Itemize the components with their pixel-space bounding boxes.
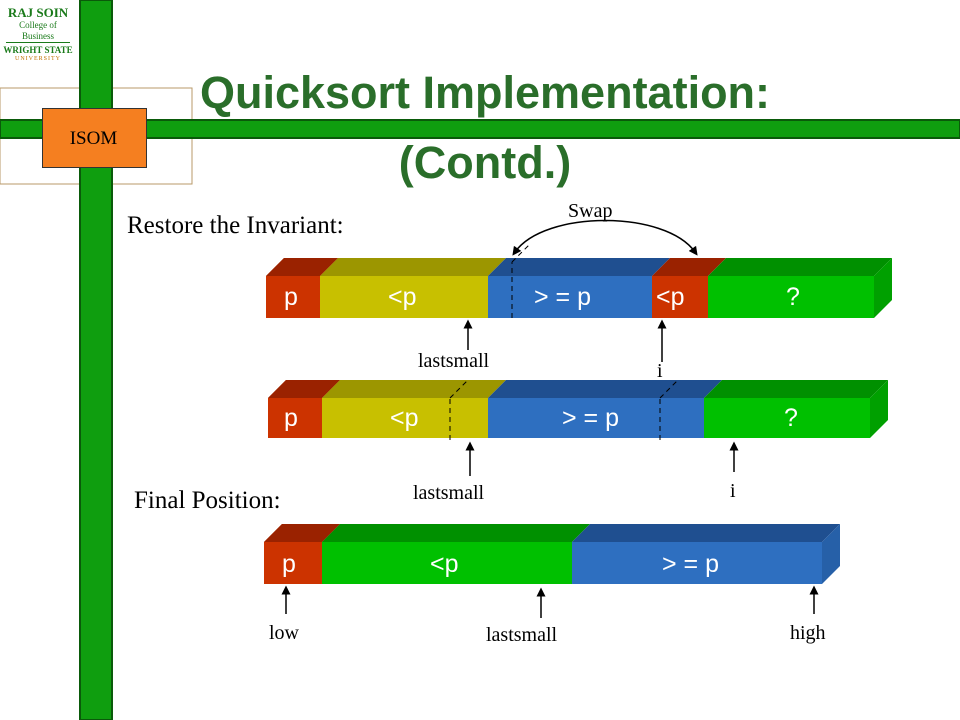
row2-cell-greater: > = p bbox=[562, 404, 619, 432]
swap-label: Swap bbox=[568, 200, 613, 222]
array-row-3 bbox=[264, 524, 840, 618]
row3-less-segment bbox=[322, 542, 572, 584]
row1-cell-swap-candidate: <p bbox=[656, 283, 685, 311]
college-logo: RAJ SOIN College of Business WRIGHT STAT… bbox=[2, 2, 74, 74]
row1-cell-greater: > = p bbox=[534, 283, 591, 311]
row1-unknown-segment bbox=[708, 276, 874, 318]
row3-low-label: low bbox=[269, 622, 299, 644]
row1-cell-pivot: p bbox=[284, 283, 298, 311]
final-position-heading: Final Position: bbox=[134, 487, 281, 514]
logo-line-2: College of Business bbox=[6, 20, 70, 43]
slide-title: Quicksort Implementation: (Contd.) bbox=[199, 67, 771, 188]
row1-greater-segment bbox=[488, 276, 652, 318]
isom-badge-label: ISOM bbox=[69, 128, 118, 149]
swap-arrow bbox=[512, 219, 698, 256]
row2-less-segment bbox=[322, 398, 488, 438]
row2-cell-unknown: ? bbox=[784, 404, 798, 432]
row2-unknown-segment bbox=[704, 398, 870, 438]
row3-cell-pivot: p bbox=[282, 550, 296, 578]
logo-line-1: RAJ SOIN bbox=[7, 5, 69, 20]
row1-cell-less: <p bbox=[388, 283, 417, 311]
row3-cell-greater: > = p bbox=[662, 550, 719, 578]
row2-cell-less: <p bbox=[390, 404, 419, 432]
logo-line-3: WRIGHT STATE bbox=[3, 45, 73, 55]
row1-swap-candidate-segment bbox=[652, 276, 708, 318]
row3-high-label: high bbox=[790, 622, 826, 644]
row1-cell-unknown: ? bbox=[786, 283, 800, 311]
row2-lastsmall-label: lastsmall bbox=[413, 482, 485, 504]
row2-i-label: i bbox=[730, 480, 736, 502]
restore-invariant-heading: Restore the Invariant: bbox=[127, 212, 344, 239]
array-row-1 bbox=[266, 219, 892, 362]
logo-line-4: UNIVERSITY bbox=[15, 56, 61, 62]
row3-cell-less: <p bbox=[430, 550, 459, 578]
row1-less-segment bbox=[320, 276, 488, 318]
frame-horizontal-bar bbox=[0, 119, 960, 139]
row1-i-label: i bbox=[657, 360, 663, 382]
isom-badge bbox=[42, 108, 147, 168]
array-row-2 bbox=[268, 379, 888, 476]
row2-greater-segment bbox=[488, 398, 704, 438]
row3-lastsmall-label: lastsmall bbox=[486, 624, 558, 646]
row2-cell-pivot: p bbox=[284, 404, 298, 432]
row1-lastsmall-label: lastsmall bbox=[418, 350, 490, 372]
row3-greater-segment bbox=[572, 542, 822, 584]
